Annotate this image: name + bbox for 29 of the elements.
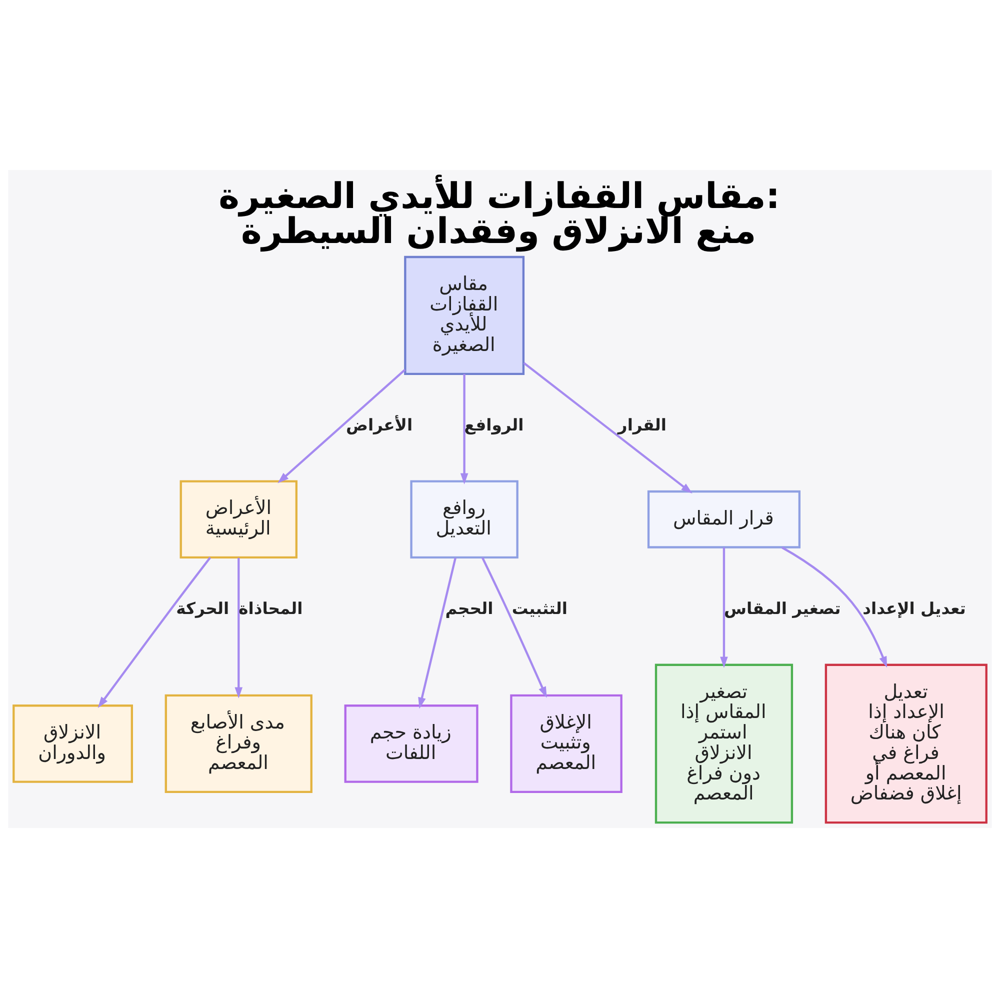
node-box: مدى الأصابع وفراغ المعصم xyxy=(164,694,312,793)
edge-label: الحركة xyxy=(176,598,230,618)
node-box: تصغير المقاس إذا استمر الانزلاق دون فراغ المعصم xyxy=(654,663,794,824)
edge-label: الأعراض xyxy=(346,414,413,434)
arrow xyxy=(720,546,728,668)
arrow xyxy=(523,362,692,494)
node-box: روافع التعديل xyxy=(410,480,518,558)
edge-label: الروافع xyxy=(464,414,524,434)
diagram-title: مقاس القفازات للأيدي الصغيرة: منع الانزلاق وفقدان السيطرة xyxy=(218,175,780,252)
node-box: الأعراض الرئيسية xyxy=(180,480,298,558)
node-box: الانزلاق والدوران xyxy=(12,704,133,782)
arrow xyxy=(418,557,456,708)
edge-label: المحاذاة xyxy=(238,598,303,618)
arrow xyxy=(98,556,212,708)
node-box: الإغلاق وتثبيت المعصم xyxy=(510,694,622,793)
edge-label: القرار xyxy=(618,414,666,434)
edge-label: الحجم xyxy=(445,598,494,618)
arrow xyxy=(782,546,888,668)
arrow xyxy=(278,368,406,483)
node-box: تعديل الإعداد إذا كان هناك فراغ في المعصم أو إغلاق فضفاض xyxy=(824,663,988,824)
edge-label: التثبيت xyxy=(512,598,568,618)
edge-label: تصغير المقاس xyxy=(724,598,841,618)
node-box: زيادة حجم اللفات xyxy=(344,704,478,782)
node-box: مقاس القفازات للأيدي الصغيرة xyxy=(404,255,525,375)
arrow xyxy=(460,373,468,484)
arrow xyxy=(234,557,243,698)
edge-label: تعديل الإعداد xyxy=(862,598,966,618)
arrow xyxy=(481,556,547,698)
node-box: قرار المقاس xyxy=(647,490,801,548)
